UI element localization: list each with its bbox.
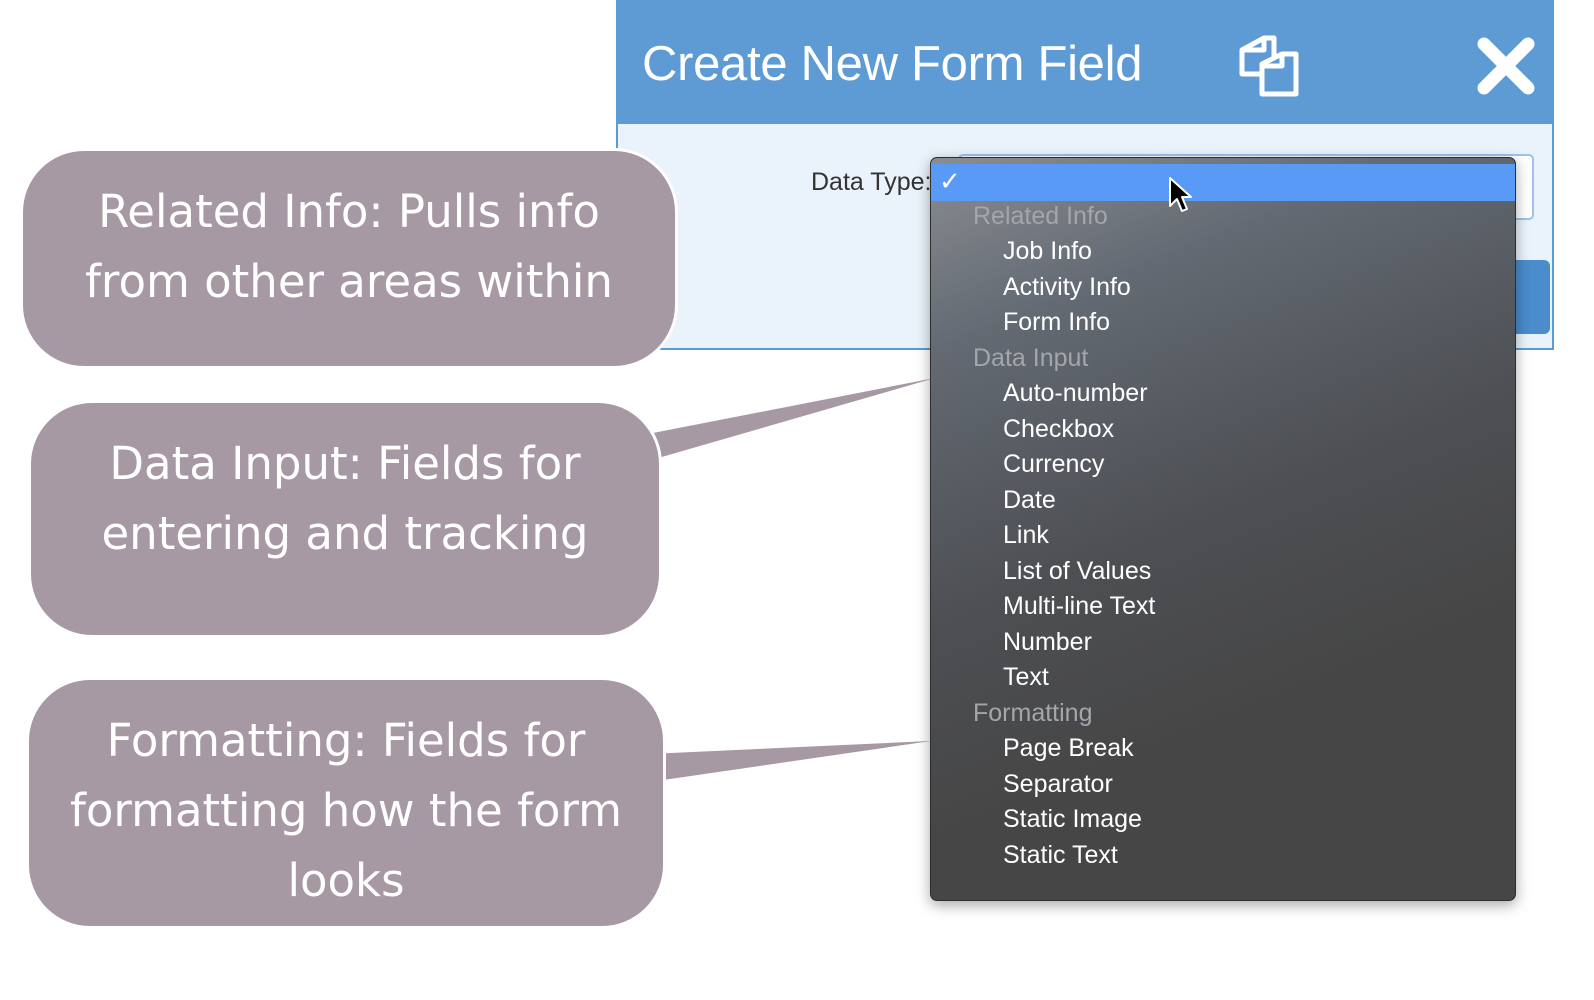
option-list-of-values[interactable]: List of Values	[1003, 557, 1152, 585]
copy-icon[interactable]	[1234, 30, 1304, 100]
callout-formatting: Formatting: Fields for formatting how th…	[26, 677, 666, 929]
callout-related-info-text: Related Info: Pulls info from other area…	[85, 185, 613, 308]
option-date[interactable]: Date	[1003, 486, 1056, 514]
group-related-info: Related Info	[973, 202, 1108, 230]
data-type-dropdown[interactable]: ✓ Related Info Job Info Activity Info Fo…	[930, 157, 1516, 901]
option-separator[interactable]: Separator	[1003, 770, 1113, 798]
option-form-info[interactable]: Form Info	[1003, 308, 1110, 336]
option-number[interactable]: Number	[1003, 628, 1092, 656]
option-static-text[interactable]: Static Text	[1003, 841, 1118, 869]
option-text[interactable]: Text	[1003, 663, 1049, 691]
dialog-title: Create New Form Field	[642, 37, 1143, 91]
group-data-input: Data Input	[973, 344, 1089, 372]
option-static-image[interactable]: Static Image	[1003, 805, 1142, 833]
data-type-label: Data Type:	[811, 168, 932, 196]
callout-related-info: Related Info: Pulls info from other area…	[20, 148, 678, 369]
dialog-header: Create New Form Field	[618, 2, 1552, 124]
option-currency[interactable]: Currency	[1003, 450, 1105, 478]
option-checkbox[interactable]: Checkbox	[1003, 415, 1115, 443]
option-activity-info[interactable]: Activity Info	[1003, 273, 1131, 301]
option-page-break[interactable]: Page Break	[1003, 734, 1134, 762]
option-auto-number[interactable]: Auto-number	[1003, 379, 1148, 407]
mouse-cursor-icon	[1169, 177, 1192, 212]
group-formatting: Formatting	[973, 699, 1093, 727]
close-icon[interactable]	[1476, 36, 1536, 96]
dropdown-selected-blank-option[interactable]: ✓	[931, 164, 1515, 201]
option-multi-line-text[interactable]: Multi-line Text	[1003, 592, 1156, 620]
callout-data-input: Data Input: Fields for entering and trac…	[28, 400, 662, 638]
callout-formatting-text: Formatting: Fields for formatting how th…	[70, 714, 622, 907]
callout-data-input-text: Data Input: Fields for entering and trac…	[101, 437, 589, 560]
callout-tail-formatting	[658, 736, 963, 784]
callout-tail-data-input	[648, 368, 969, 464]
check-icon: ✓	[939, 167, 961, 197]
option-link[interactable]: Link	[1003, 521, 1049, 549]
option-job-info[interactable]: Job Info	[1003, 237, 1092, 265]
